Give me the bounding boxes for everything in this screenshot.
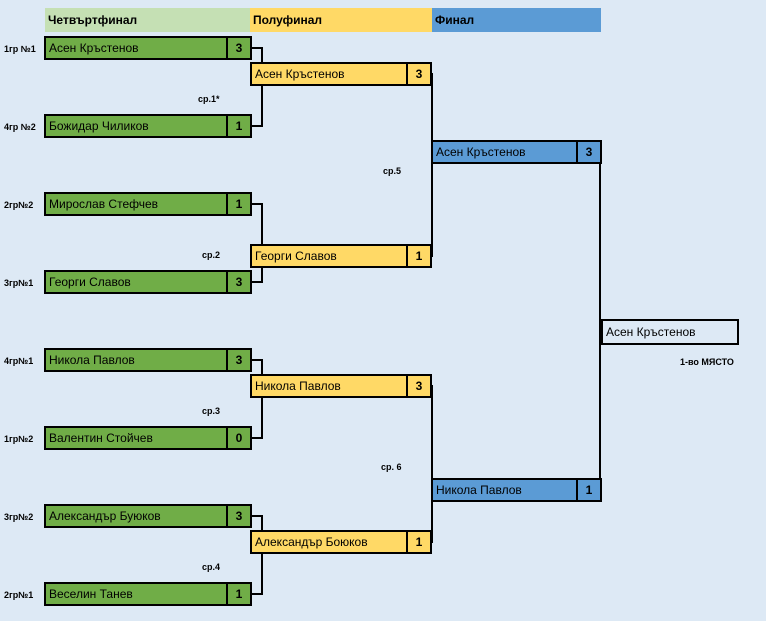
player-score: 1 — [226, 194, 250, 214]
first-place-label: 1-во МЯСТО — [680, 357, 734, 367]
header-final: Финал — [432, 8, 601, 32]
seed-label: 1гр№2 — [4, 434, 34, 444]
quarterfinal-player: Валентин Стойчев 0 — [44, 426, 252, 450]
player-score: 1 — [226, 584, 250, 604]
player-name: Веселин Танев — [49, 587, 133, 601]
final-player: Никола Павлов 1 — [431, 478, 602, 502]
match-label: ср.1* — [198, 94, 220, 104]
player-score: 1 — [406, 246, 430, 266]
player-name: Никола Павлов — [255, 379, 341, 393]
player-score: 1 — [226, 116, 250, 136]
final-player: Асен Кръстенов 3 — [431, 140, 602, 164]
match-label: ср. 6 — [381, 462, 402, 472]
player-score: 3 — [576, 142, 600, 162]
player-name: Асен Кръстенов — [49, 41, 139, 55]
player-score: 1 — [576, 480, 600, 500]
player-score: 3 — [406, 64, 430, 84]
semifinal-player: Александър Боюков 1 — [250, 530, 432, 554]
player-score: 3 — [406, 376, 430, 396]
match-label: ср.3 — [202, 406, 221, 416]
player-name: Александър Буюков — [49, 509, 161, 523]
quarterfinal-player: Георги Славов 3 — [44, 270, 252, 294]
player-score: 1 — [406, 532, 430, 552]
player-score: 3 — [226, 272, 250, 292]
winner-box: Асен Кръстенов — [601, 319, 739, 345]
player-score: 3 — [226, 38, 250, 58]
semifinal-player: Асен Кръстенов 3 — [250, 62, 432, 86]
player-name: Никола Павлов — [49, 353, 135, 367]
player-name: Божидар Чиликов — [49, 119, 149, 133]
player-name: Никола Павлов — [436, 483, 522, 497]
player-name: Валентин Стойчев — [49, 431, 153, 445]
player-name: Асен Кръстенов — [436, 145, 526, 159]
quarterfinal-player: Божидар Чиликов 1 — [44, 114, 252, 138]
player-name: Георги Славов — [49, 275, 131, 289]
seed-label: 3гр№2 — [4, 512, 34, 522]
seed-label: 4гр №2 — [4, 122, 36, 132]
header-quarterfinal: Четвъртфинал — [45, 8, 250, 32]
player-score: 3 — [226, 350, 250, 370]
semifinal-player: Никола Павлов 3 — [250, 374, 432, 398]
quarterfinal-player: Веселин Танев 1 — [44, 582, 252, 606]
seed-label: 2гр№2 — [4, 200, 34, 210]
player-score: 3 — [226, 506, 250, 526]
seed-label: 4гр№1 — [4, 356, 34, 366]
player-name: Александър Боюков — [255, 535, 368, 549]
semifinal-player: Георги Славов 1 — [250, 244, 432, 268]
seed-label: 2гр№1 — [4, 590, 34, 600]
quarterfinal-player: Никола Павлов 3 — [44, 348, 252, 372]
match-label: ср.4 — [202, 562, 221, 572]
quarterfinal-player: Асен Кръстенов 3 — [44, 36, 252, 60]
quarterfinal-player: Александър Буюков 3 — [44, 504, 252, 528]
winner-name: Асен Кръстенов — [606, 325, 696, 339]
match-label: ср.5 — [383, 166, 402, 176]
quarterfinal-player: Мирослав Стефчев 1 — [44, 192, 252, 216]
player-name: Мирослав Стефчев — [49, 197, 159, 211]
header-semifinal: Полуфинал — [250, 8, 432, 32]
seed-label: 3гр№1 — [4, 278, 34, 288]
player-name: Георги Славов — [255, 249, 337, 263]
match-label: ср.2 — [202, 250, 221, 260]
seed-label: 1гр №1 — [4, 44, 36, 54]
player-score: 0 — [226, 428, 250, 448]
player-name: Асен Кръстенов — [255, 67, 345, 81]
